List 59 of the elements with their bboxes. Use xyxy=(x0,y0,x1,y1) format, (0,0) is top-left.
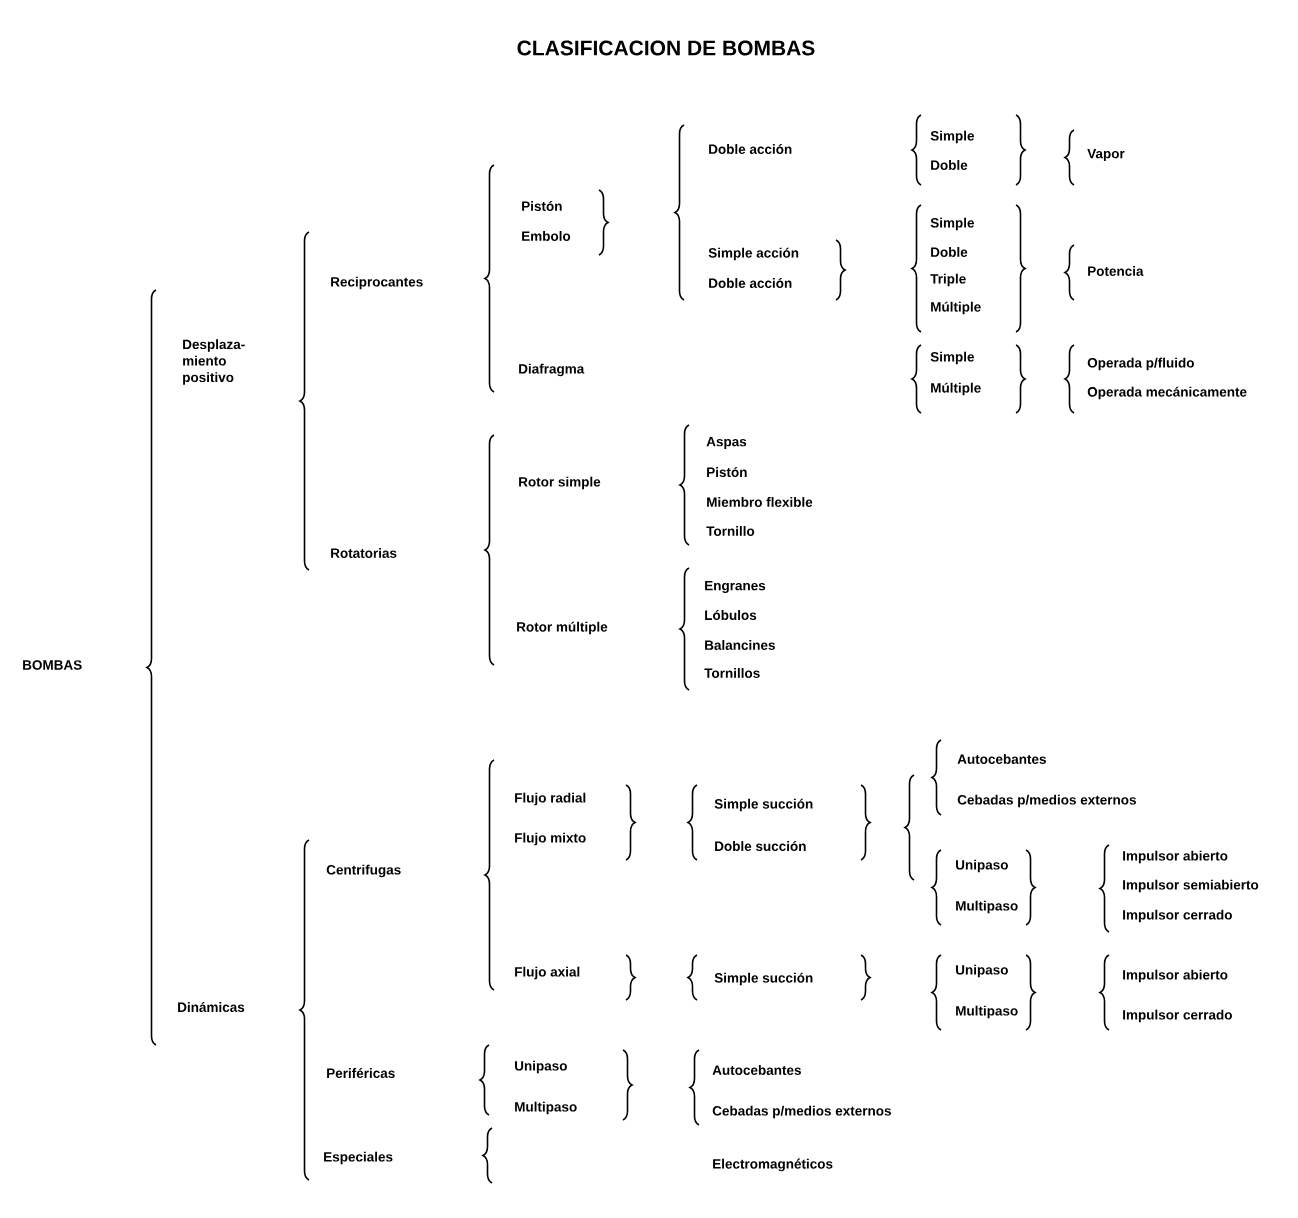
category-label: Unipaso xyxy=(956,964,1008,978)
category-label: Balancines xyxy=(705,640,775,650)
category-label: Simple succión xyxy=(714,798,813,812)
category-label: Doble acción xyxy=(709,278,792,288)
title: CLASIFICACION DE BOMBAS xyxy=(517,40,815,56)
category-label: Doble acción xyxy=(709,143,792,154)
category-label: Múltiple xyxy=(931,301,981,315)
category-label: Simple acción xyxy=(708,247,799,261)
category-label: Rotor simple xyxy=(519,476,601,490)
category-label: Rotor múltiple xyxy=(517,621,608,635)
category-label: Diafragma xyxy=(519,363,585,377)
category-label: Multipaso xyxy=(515,1101,577,1115)
category-label: Unipaso xyxy=(515,1060,567,1074)
category-label: Periféricas xyxy=(327,1068,395,1078)
category-label: Miembro flexible xyxy=(707,497,813,507)
category-label: Electromagnéticos xyxy=(713,1158,833,1172)
category-label: Flujo radial xyxy=(515,792,586,806)
category-label: Tornillos xyxy=(704,668,760,678)
category-label: Doble xyxy=(931,247,968,257)
category-label: BOMBAS xyxy=(23,660,82,670)
category-label: Flujo mixto xyxy=(515,832,586,846)
category-label: Multipaso xyxy=(956,900,1018,914)
category-label: Multipaso xyxy=(956,1005,1018,1019)
category-label: Rotatorias xyxy=(331,548,397,558)
category-label: Autocebantes xyxy=(957,754,1046,764)
category-label: Simple xyxy=(930,351,974,365)
category-label: Simple succión xyxy=(714,972,813,986)
category-label: Aspas xyxy=(706,436,747,450)
category-label: Impulsor cerrado xyxy=(1123,909,1232,923)
category-label: Desplaza- miento positivo xyxy=(183,339,245,385)
category-label: Simple xyxy=(930,130,974,144)
category-label: Autocebantes xyxy=(712,1065,801,1075)
category-label: Operada p/fluido xyxy=(1087,357,1194,371)
category-label: Lóbulos xyxy=(705,610,757,620)
category-label: Vapor xyxy=(1087,148,1125,162)
category-label: Engranes xyxy=(705,580,766,594)
category-label: Flujo axial xyxy=(515,966,580,980)
category-label: Impulsor abierto xyxy=(1123,969,1228,983)
category-label: Impulsor cerrado xyxy=(1123,1009,1232,1023)
category-label: Pistón xyxy=(522,201,562,211)
category-label: Reciprocantes xyxy=(331,276,423,290)
category-label: Doble xyxy=(931,160,968,170)
category-label: Potencia xyxy=(1088,266,1144,276)
category-label: Múltiple xyxy=(931,382,981,396)
category-label: Impulsor semiabierto xyxy=(1123,879,1259,893)
category-label: Tornillo xyxy=(706,526,755,536)
category-label: Pistón xyxy=(707,467,747,477)
category-label: Especiales xyxy=(324,1151,393,1165)
category-label: Centrifugas xyxy=(326,864,401,878)
category-label: Operada mecánicamente xyxy=(1087,386,1247,400)
category-label: Cebadas p/medios externos xyxy=(712,1105,891,1119)
category-label: Dinámicas xyxy=(178,1002,245,1012)
category-label: Cebadas p/medios externos xyxy=(957,794,1136,808)
category-label: Impulsor abierto xyxy=(1123,850,1228,864)
category-label: Triple xyxy=(930,273,966,287)
category-label: Unipaso xyxy=(956,859,1008,873)
category-label: Doble succión xyxy=(715,841,806,851)
category-label: Embolo xyxy=(522,231,571,241)
category-label: Simple xyxy=(930,217,974,231)
